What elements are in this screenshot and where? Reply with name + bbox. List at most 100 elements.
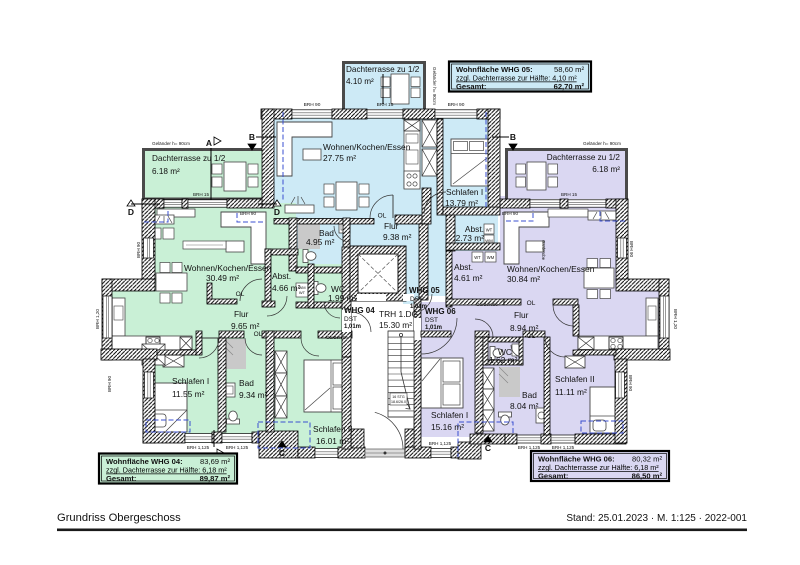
svg-text:16 STG: 16 STG bbox=[392, 395, 405, 399]
svg-text:6.18 m²: 6.18 m² bbox=[152, 167, 180, 176]
svg-text:C: C bbox=[279, 448, 285, 458]
svg-text:4.95 m²: 4.95 m² bbox=[306, 237, 335, 247]
svg-text:WHG 04: WHG 04 bbox=[344, 306, 375, 315]
svg-text:Flur: Flur bbox=[234, 309, 249, 319]
svg-text:13.79 m²: 13.79 m² bbox=[445, 198, 478, 208]
svg-text:A: A bbox=[206, 138, 212, 148]
svg-text:80,32 m²: 80,32 m² bbox=[632, 455, 662, 464]
svg-text:86,50 m²: 86,50 m² bbox=[632, 471, 663, 480]
svg-text:B: B bbox=[249, 132, 255, 142]
svg-text:OL: OL bbox=[254, 331, 263, 338]
svg-text:Geländer h= 90cm: Geländer h= 90cm bbox=[583, 141, 621, 146]
svg-text:DST: DST bbox=[410, 296, 423, 303]
svg-text:WC: WC bbox=[331, 284, 345, 294]
svg-text:WHG 06: WHG 06 bbox=[425, 307, 456, 316]
svg-text:BRH 1,20: BRH 1,20 bbox=[95, 309, 100, 329]
svg-text:OL: OL bbox=[527, 300, 536, 307]
svg-text:Geländer h= 90cm: Geländer h= 90cm bbox=[152, 141, 190, 146]
svg-text:18.6/26.0: 18.6/26.0 bbox=[391, 400, 406, 404]
svg-text:2.73 m²: 2.73 m² bbox=[456, 233, 485, 243]
svg-text:BRH 1,20: BRH 1,20 bbox=[673, 309, 678, 329]
svg-text:1.62 m²: 1.62 m² bbox=[489, 355, 518, 365]
svg-text:15.30 m²: 15.30 m² bbox=[379, 320, 412, 330]
svg-text:BRH 90: BRH 90 bbox=[304, 102, 321, 108]
svg-text:OL: OL bbox=[527, 333, 536, 340]
svg-text:11.11 m²: 11.11 m² bbox=[555, 387, 587, 397]
svg-text:11.55 m²: 11.55 m² bbox=[172, 389, 205, 399]
svg-text:1,01m: 1,01m bbox=[425, 325, 442, 331]
svg-text:6.18 m²: 6.18 m² bbox=[592, 165, 620, 174]
svg-text:BRH 1,125: BRH 1,125 bbox=[552, 445, 575, 450]
svg-text:16.01 m²: 16.01 m² bbox=[316, 436, 349, 446]
svg-text:Geländer h= 90cm: Geländer h= 90cm bbox=[432, 67, 437, 105]
svg-text:Grundriss Obergeschoss: Grundriss Obergeschoss bbox=[57, 512, 181, 524]
svg-text:BRH 15: BRH 15 bbox=[561, 192, 578, 197]
svg-text:Wohnen/Kochen/Essen: Wohnen/Kochen/Essen bbox=[323, 142, 411, 152]
svg-text:WM: WM bbox=[298, 285, 305, 290]
svg-text:Abst.: Abst. bbox=[465, 224, 484, 234]
svg-text:30.49 m²: 30.49 m² bbox=[206, 273, 239, 283]
svg-text:9.34 m²: 9.34 m² bbox=[239, 390, 268, 400]
svg-text:zzgl. Dachterrasse zur Hälfte:: zzgl. Dachterrasse zur Hälfte: 6,18 m² bbox=[106, 466, 227, 475]
svg-text:Wohnfläche WHG 04:: Wohnfläche WHG 04: bbox=[106, 457, 183, 466]
svg-text:zzgl. Dachterrasse zur Hälfte:: zzgl. Dachterrasse zur Hälfte: 6,18 m² bbox=[538, 463, 659, 472]
svg-text:Dachterrasse zu 1/2: Dachterrasse zu 1/2 bbox=[152, 154, 226, 163]
svg-text:BRH 1,125: BRH 1,125 bbox=[226, 445, 249, 450]
svg-text:BRH 90: BRH 90 bbox=[136, 242, 141, 259]
svg-text:Bad: Bad bbox=[522, 390, 537, 400]
svg-text:OL: OL bbox=[378, 213, 387, 220]
svg-text:WC: WC bbox=[498, 347, 512, 357]
svg-text:Bad: Bad bbox=[319, 228, 334, 238]
svg-text:BRH 15: BRH 15 bbox=[377, 102, 394, 108]
svg-text:WM: WM bbox=[487, 255, 495, 260]
svg-text:WT: WT bbox=[299, 290, 306, 295]
svg-text:1,01m: 1,01m bbox=[344, 324, 361, 330]
svg-text:Wohnfläche WHG 06:: Wohnfläche WHG 06: bbox=[538, 455, 615, 464]
svg-text:WHG 05: WHG 05 bbox=[409, 286, 440, 295]
svg-text:BRH 90: BRH 90 bbox=[448, 102, 465, 108]
svg-text:Wohnen/Kochen/Essen: Wohnen/Kochen/Essen bbox=[184, 263, 272, 273]
svg-text:B: B bbox=[510, 132, 516, 142]
svg-text:BRH 1,125: BRH 1,125 bbox=[429, 441, 452, 446]
svg-text:Garderobe: Garderobe bbox=[476, 302, 498, 307]
svg-text:27.75 m²: 27.75 m² bbox=[323, 153, 356, 163]
svg-text:58,60 m²: 58,60 m² bbox=[554, 65, 584, 74]
svg-text:Bad: Bad bbox=[239, 378, 254, 388]
svg-text:BRH 90: BRH 90 bbox=[629, 241, 634, 258]
svg-text:Flur: Flur bbox=[384, 221, 399, 231]
svg-text:Schlafen I: Schlafen I bbox=[431, 410, 468, 420]
svg-text:83,69 m²: 83,69 m² bbox=[200, 457, 230, 466]
svg-text:BRH 90: BRH 90 bbox=[628, 375, 633, 392]
svg-text:C: C bbox=[485, 443, 491, 453]
svg-text:8.94 m²: 8.94 m² bbox=[510, 323, 539, 333]
svg-text:BRH 90: BRH 90 bbox=[107, 376, 112, 393]
svg-text:Schlafen II: Schlafen II bbox=[555, 374, 595, 384]
svg-text:15.16 m²: 15.16 m² bbox=[431, 422, 464, 432]
svg-text:Schlafen I: Schlafen I bbox=[172, 376, 209, 386]
svg-text:4.66 m²: 4.66 m² bbox=[272, 283, 301, 293]
svg-text:30.84 m²: 30.84 m² bbox=[507, 274, 540, 284]
svg-text:D: D bbox=[128, 207, 134, 217]
svg-text:WT: WT bbox=[474, 255, 481, 260]
svg-text:Dachterrasse zu 1/2: Dachterrasse zu 1/2 bbox=[346, 65, 420, 74]
svg-text:DST: DST bbox=[425, 317, 438, 324]
svg-text:4.61 m²: 4.61 m² bbox=[454, 273, 483, 283]
svg-text:Gesamt:: Gesamt: bbox=[538, 471, 568, 480]
svg-text:9.65 m²: 9.65 m² bbox=[231, 321, 260, 331]
svg-text:Schlafen II: Schlafen II bbox=[313, 424, 353, 434]
svg-text:Abst.: Abst. bbox=[454, 262, 473, 272]
svg-text:WM: WM bbox=[485, 239, 493, 244]
svg-text:62,70 m²: 62,70 m² bbox=[554, 82, 585, 91]
svg-text:BRH 1,125: BRH 1,125 bbox=[187, 445, 210, 450]
svg-text:9.38 m²: 9.38 m² bbox=[383, 232, 412, 242]
svg-text:Gesamt:: Gesamt: bbox=[106, 474, 136, 483]
svg-text:zzgl. Dachterrasse zur Hälfte:: zzgl. Dachterrasse zur Hälfte: 4,10 m² bbox=[456, 74, 577, 83]
svg-text:89,87 m²: 89,87 m² bbox=[200, 474, 231, 483]
svg-text:WT: WT bbox=[486, 228, 493, 233]
svg-text:1.99 m²: 1.99 m² bbox=[328, 293, 357, 303]
svg-text:Wohnfläche WHG 05:: Wohnfläche WHG 05: bbox=[456, 65, 533, 74]
svg-text:4.10 m²: 4.10 m² bbox=[346, 77, 374, 86]
svg-text:Schlafen I: Schlafen I bbox=[446, 187, 483, 197]
svg-text:BRH 1,125: BRH 1,125 bbox=[518, 445, 541, 450]
svg-text:TRH 1.DG: TRH 1.DG bbox=[379, 309, 418, 319]
